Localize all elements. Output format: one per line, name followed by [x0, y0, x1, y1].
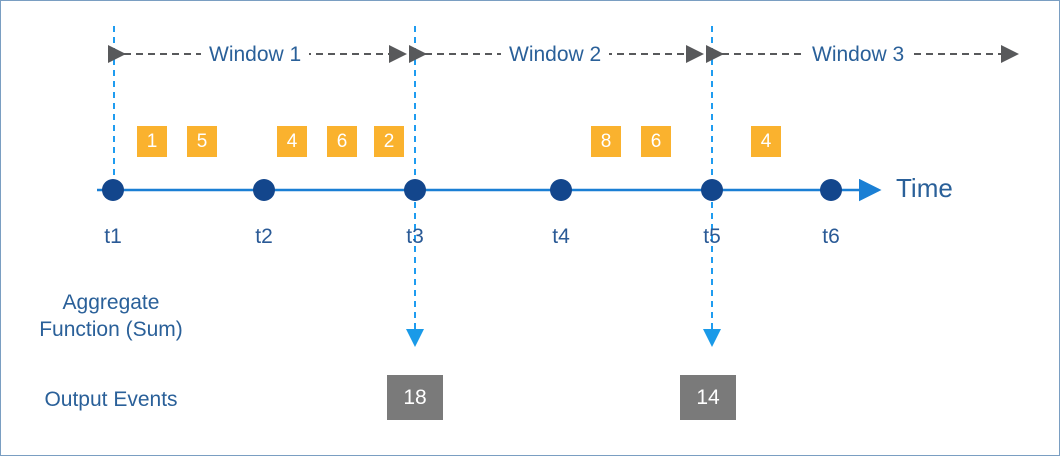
- tick-label-t1: t1: [104, 225, 122, 248]
- window-3-label: Window 3: [804, 42, 913, 68]
- input-event-box: 6: [641, 126, 671, 157]
- time-point-t1: [102, 179, 124, 201]
- tick-label-t6: t6: [822, 225, 840, 248]
- time-axis-title: Time: [896, 173, 953, 203]
- input-event-box: 4: [751, 126, 781, 157]
- input-event-box: 4: [277, 126, 307, 157]
- time-point-t2: [253, 179, 275, 201]
- tick-label-t2: t2: [255, 225, 273, 248]
- time-axis: [97, 178, 882, 202]
- tick-label-t3: t3: [406, 225, 424, 248]
- output-event-box: 18: [387, 375, 443, 420]
- time-point-t5: [701, 179, 723, 201]
- output-event-box: 14: [680, 375, 736, 420]
- input-event-box: 6: [327, 126, 357, 157]
- input-event-box: 5: [187, 126, 217, 157]
- window-2-label: Window 2: [501, 42, 610, 68]
- input-event-box: 1: [137, 126, 167, 157]
- input-event-box: 8: [591, 126, 621, 157]
- output-events-label: Output Events: [44, 388, 178, 411]
- time-point-t4: [550, 179, 572, 201]
- time-point-t3: [404, 179, 426, 201]
- tick-label-t4: t4: [552, 225, 570, 248]
- input-event-box: 2: [374, 126, 404, 157]
- window-1-label: Window 1: [201, 42, 310, 68]
- time-point-t6: [820, 179, 842, 201]
- aggregate-function-label: Aggregate Function (Sum): [39, 291, 183, 341]
- tick-label-t5: t5: [703, 225, 721, 248]
